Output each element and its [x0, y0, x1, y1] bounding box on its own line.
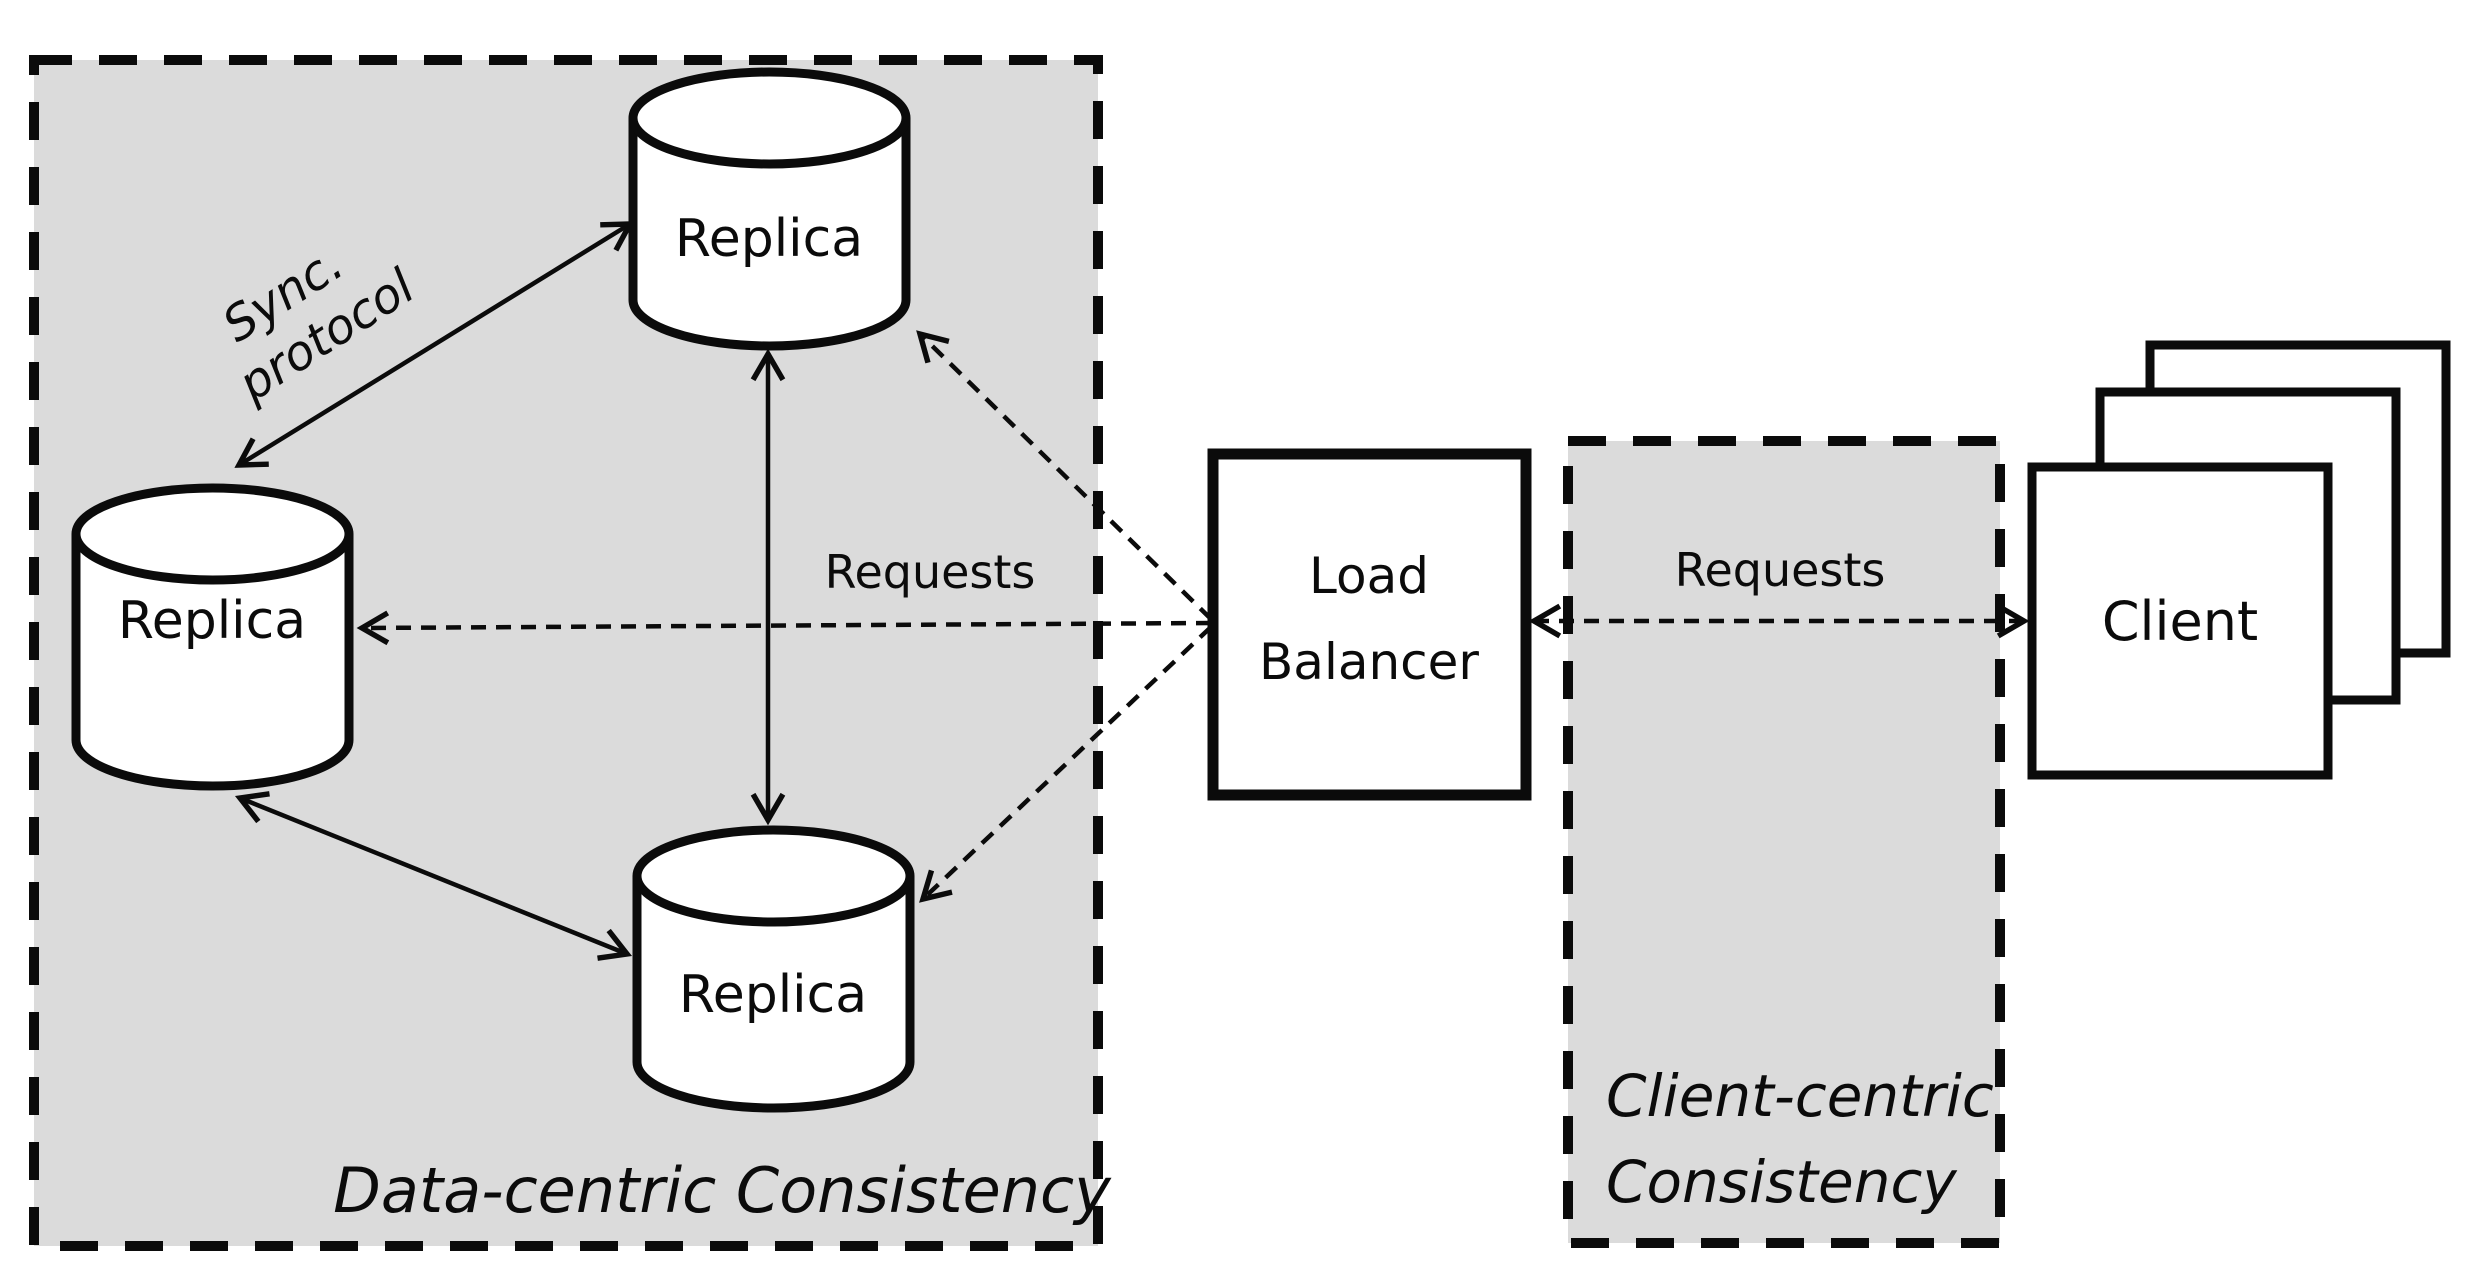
- replica-bottom-label: Replica: [679, 965, 867, 1025]
- replica-bottom-cylinder-body: [632, 876, 915, 1113]
- request-line-to-bottom-replica: [919, 625, 1213, 903]
- load-balancer-label-line2: Balancer: [1259, 633, 1479, 691]
- replica-bottom-node: Replica: [632, 825, 915, 1113]
- replica-top-cylinder-body: [628, 118, 911, 351]
- replica-left-label: Replica: [118, 591, 306, 651]
- load-balancer-node: Load Balancer: [1207, 448, 1532, 801]
- replica-left-node: Replica: [71, 483, 354, 791]
- client-centric-region: Client-centric Consistency: [1563, 436, 2005, 1248]
- client-centric-region-label-line1: Client-centric: [1606, 1062, 1994, 1130]
- client-centric-region-label-line2: Consistency: [1606, 1148, 1957, 1216]
- sync-arrow-left-bottom: [234, 791, 633, 961]
- request-line-to-left-replica: [356, 610, 1212, 646]
- client-box-front: [2027, 462, 2333, 780]
- replica-left-cylinder-body: [71, 534, 354, 791]
- data-centric-region-label: Data-centric Consistency: [333, 1154, 1112, 1227]
- sync-arrows: [234, 221, 786, 961]
- replica-left-cylinder-lid: [71, 483, 354, 585]
- sync-arrow-left-top: [234, 221, 635, 468]
- request-line-to-top-replica: [916, 330, 1213, 621]
- replica-bottom-cylinder-lid: [632, 825, 915, 927]
- client-stack: Client: [2027, 340, 2451, 780]
- client-centric-region-border: [1563, 436, 2005, 1248]
- client-label: Client: [2102, 590, 2258, 653]
- replica-top-cylinder-lid: [628, 67, 911, 169]
- requests-label-internal: Requests: [825, 545, 1036, 599]
- load-balancer-box: [1207, 448, 1532, 801]
- requests-label-external: Requests: [1675, 543, 1886, 597]
- replica-top-label: Replica: [675, 209, 863, 269]
- load-balancer-label-line1: Load: [1309, 547, 1429, 605]
- request-lines-internal: [356, 330, 1213, 903]
- replica-top-node: Replica: [628, 67, 911, 351]
